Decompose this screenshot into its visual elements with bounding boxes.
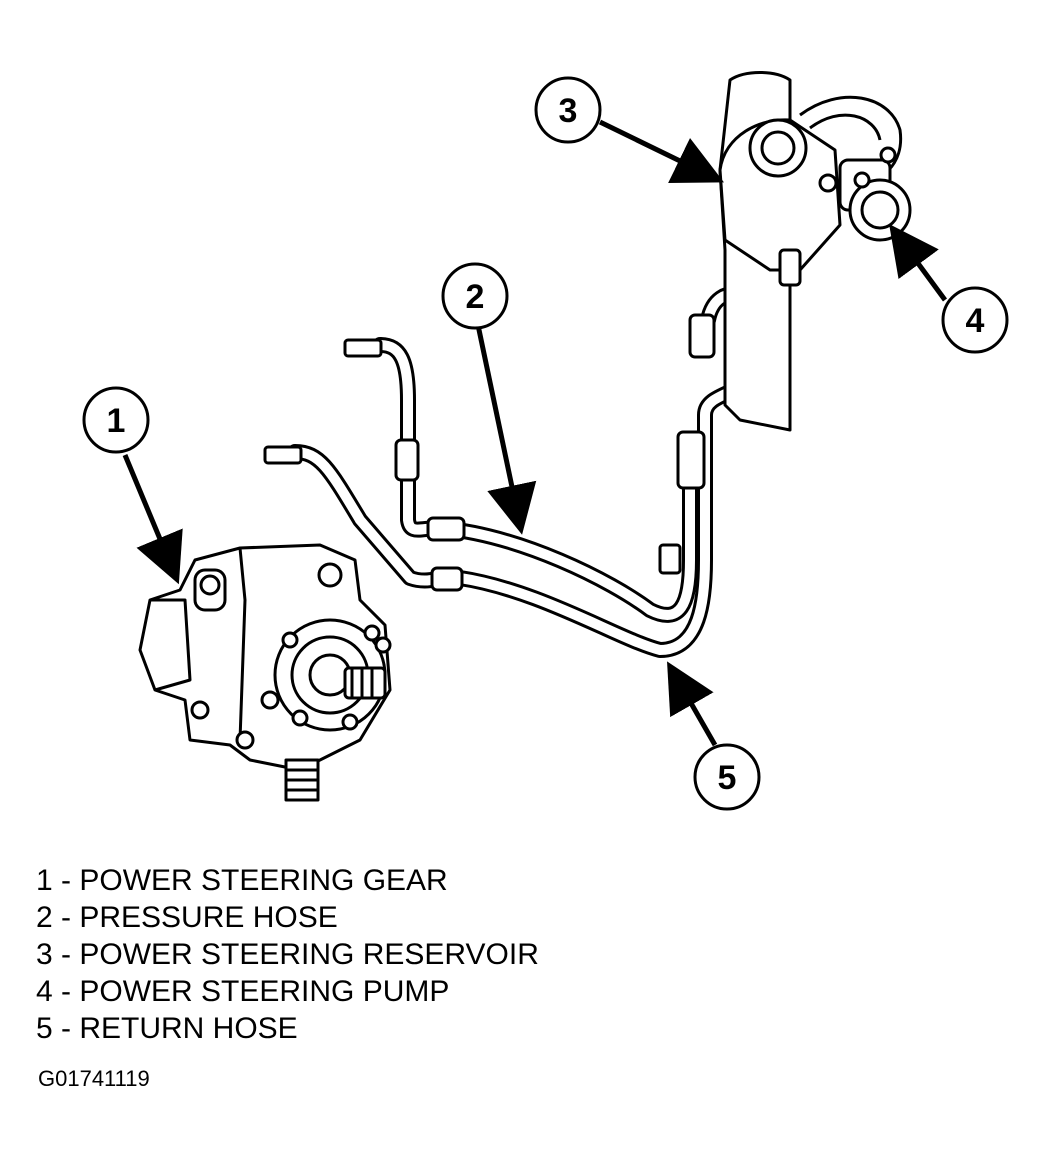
callout-3: 3 [534,76,602,144]
callout-5: 5 [693,743,761,811]
figure-code: G01741119 [38,1066,150,1091]
callout-1: 1 [82,386,150,454]
callout-5-number: 5 [718,759,737,797]
arrow-1 [122,454,183,585]
callout-4-number: 4 [966,302,985,340]
arrow-4 [889,223,948,302]
power-steering-diagram: 1 2 3 4 5 [82,71,1009,811]
pump-reservoir-illustration [718,71,912,432]
callout-1-number: 1 [107,402,126,440]
arrow-3 [598,119,724,183]
legend-item-2: 2 - PRESSURE HOSE [36,901,338,934]
legend-item-5: 5 - RETURN HOSE [36,1012,298,1045]
power-steering-gear-illustration [138,543,392,802]
hose-fittings [263,313,716,592]
leader-arrows [122,119,948,747]
callout-4: 4 [941,286,1009,354]
legend-item-3: 3 - POWER STEERING RESERVOIR [36,938,539,971]
arrow-5 [667,661,718,747]
callout-2-number: 2 [466,278,485,316]
legend-item-4: 4 - POWER STEERING PUMP [36,975,450,1008]
callout-3-number: 3 [559,92,578,130]
legend-item-1: 1 - POWER STEERING GEAR [36,864,448,897]
callout-2: 2 [441,262,509,330]
legend: 1 - POWER STEERING GEAR 2 - PRESSURE HOS… [36,862,539,1047]
arrow-2 [475,324,537,535]
